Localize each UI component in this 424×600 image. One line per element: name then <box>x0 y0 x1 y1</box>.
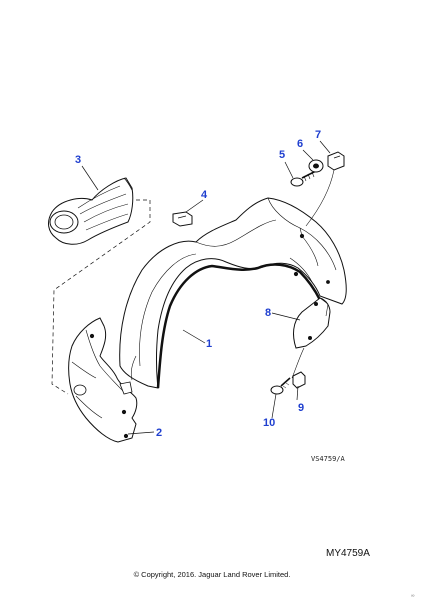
small-clip-part <box>292 371 306 389</box>
air-duct-part <box>48 177 134 245</box>
figure-reference: MY4759A <box>326 548 370 559</box>
leader-lines <box>81 140 331 435</box>
callout-7: 7 <box>315 129 321 141</box>
callout-8: 8 <box>265 307 271 319</box>
callout-9: 9 <box>298 402 304 414</box>
callout-1: 1 <box>206 338 212 350</box>
copyright-notice: © Copyright, 2016. Jaguar Land Rover Lim… <box>133 570 291 579</box>
splash-shield-part <box>293 297 331 349</box>
dashed-assembly-line <box>51 199 151 395</box>
callout-5: 5 <box>279 149 285 161</box>
callout-3: 3 <box>75 154 81 166</box>
assembly-guide-lines <box>291 169 335 379</box>
nut-part <box>327 151 345 171</box>
lower-liner-part <box>68 317 138 443</box>
washer-part <box>308 159 324 173</box>
callout-6: 6 <box>297 138 303 150</box>
wheel-arch-liner-part <box>119 197 347 389</box>
bolt-part <box>270 377 291 395</box>
screw-part <box>290 169 319 187</box>
drawing-code: VS4759/A <box>311 455 346 463</box>
callout-4: 4 <box>201 189 208 201</box>
clip-part <box>172 211 193 227</box>
callout-2: 2 <box>156 427 162 439</box>
corner-mark: ∞ <box>411 593 415 599</box>
callout-10: 10 <box>263 417 275 429</box>
